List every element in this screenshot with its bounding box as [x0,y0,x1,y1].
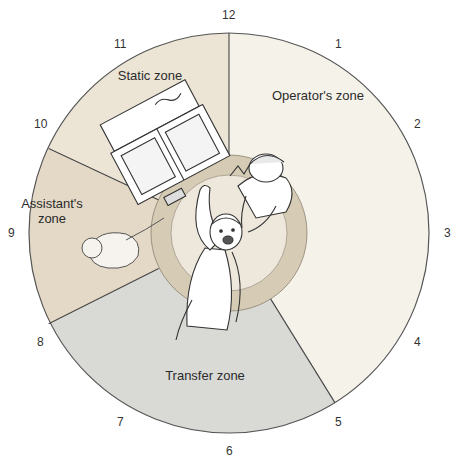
clock-number: 8 [37,335,44,349]
zone-label: Static zone [100,69,200,84]
clock-number: 2 [414,117,421,131]
clock-number: 10 [34,117,47,131]
zone-label: Transfer zone [145,369,265,384]
clock-number: 4 [414,335,421,349]
clock-number: 12 [222,8,235,22]
clock-number: 11 [114,37,126,51]
clock-number: 1 [335,37,342,51]
clock-number: 7 [117,415,124,429]
clock-number: 6 [226,444,233,458]
zone-label: Operator's zone [258,89,378,104]
clock-number: 9 [8,226,15,240]
clock-number: 3 [444,226,451,240]
zone-label: Assistant's zone [16,197,88,227]
clock-number: 5 [335,415,342,429]
